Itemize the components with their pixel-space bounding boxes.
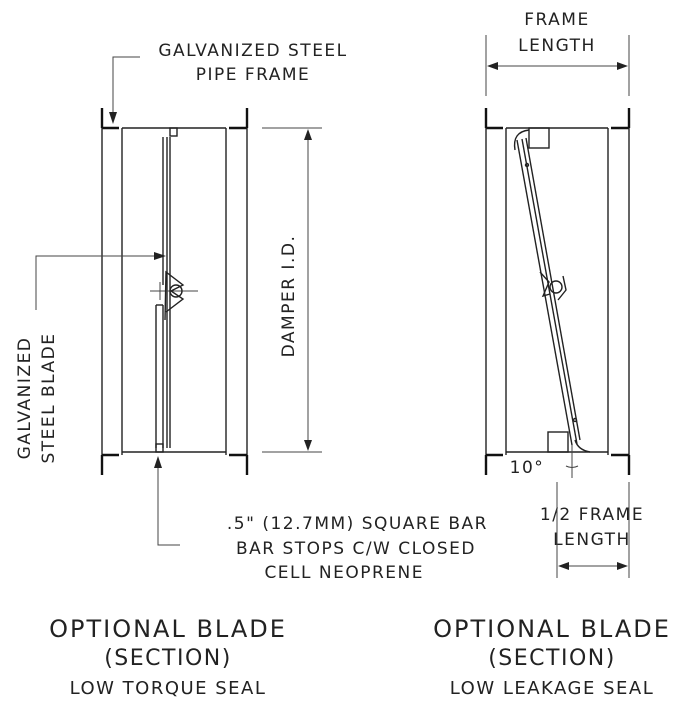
low-leakage-section: FRAME LENGTH xyxy=(433,10,671,699)
bar-label-line3: CELL NEOPRENE xyxy=(264,563,424,583)
left-caption-title: OPTIONAL BLADE xyxy=(49,615,287,643)
top-seal-block xyxy=(528,127,550,149)
frame-length-dimension xyxy=(485,35,630,96)
frame-label-line2: PIPE FRAME xyxy=(196,65,311,85)
frame-length-line1: FRAME xyxy=(524,10,589,30)
frame-label-line1: GALVANIZED STEEL xyxy=(158,41,347,61)
left-caption-seal: LOW TORQUE SEAL xyxy=(70,678,267,699)
half-frame-line2: LENGTH xyxy=(553,530,631,550)
damper-id-dimension: DAMPER I.D. xyxy=(262,127,322,453)
pipe-frame-left xyxy=(100,108,123,475)
bar-label-line1: .5" (12.7MM) SQUARE BAR xyxy=(227,514,488,534)
bar-stops-callout: .5" (12.7MM) SQUARE BAR BAR STOPS C/W CL… xyxy=(154,456,488,583)
right-caption-title: OPTIONAL BLADE xyxy=(433,615,671,643)
bar-label-line2: BAR STOPS C/W CLOSED xyxy=(236,539,476,559)
pipe-frame-left-2 xyxy=(484,108,507,475)
half-frame-dimension xyxy=(556,482,630,578)
angle-indicator: 10° xyxy=(510,445,579,478)
half-frame-line1: 1/2 FRAME xyxy=(540,505,644,525)
blade-label-line1: GALVANIZED xyxy=(15,337,35,460)
left-caption-section: (SECTION) xyxy=(104,646,232,671)
right-caption-seal: LOW LEAKAGE SEAL xyxy=(450,678,654,699)
right-caption-section: (SECTION) xyxy=(488,646,616,671)
frame-length-line2: LENGTH xyxy=(518,36,596,56)
damper-id-label: DAMPER I.D. xyxy=(279,235,299,358)
angle-label: 10° xyxy=(510,458,545,478)
bottom-seal-block xyxy=(547,431,569,453)
blade-pivot xyxy=(150,270,198,321)
blade-label-line2: STEEL BLADE xyxy=(39,332,59,463)
blade-label: GALVANIZED STEEL BLADE xyxy=(15,252,166,464)
low-torque-section: GALVANIZED STEEL PIPE FRAME xyxy=(15,41,488,699)
frame-leader xyxy=(109,56,140,124)
pipe-frame-right xyxy=(225,108,249,475)
pipe-frame-right-2 xyxy=(607,108,631,475)
blade-pivot-2 xyxy=(539,271,567,301)
